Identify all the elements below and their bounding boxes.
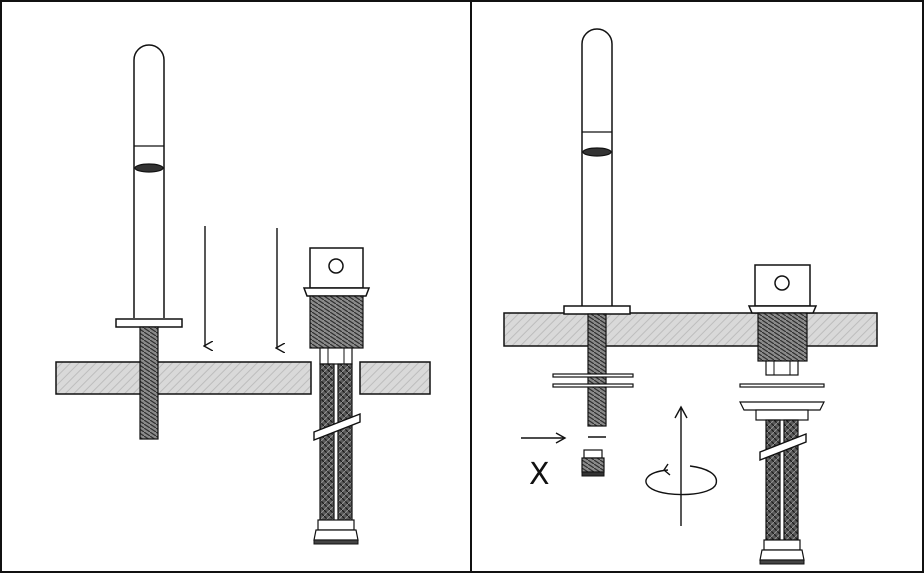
supply-hose	[765, 419, 781, 541]
washer	[552, 383, 634, 388]
washer	[739, 401, 825, 411]
valve-flange	[747, 305, 818, 314]
supply-hose	[319, 363, 335, 531]
spout	[552, 28, 634, 477]
panel-after-installation: X	[503, 28, 878, 565]
counter-top	[503, 312, 878, 347]
panel-before-installation	[55, 44, 431, 545]
nut	[581, 449, 605, 477]
control-valve	[302, 247, 371, 545]
valve-threaded-body	[309, 295, 364, 349]
washer	[739, 383, 825, 388]
supply-hose	[337, 363, 353, 531]
mounting-nut	[755, 409, 809, 421]
spout-base-plate	[115, 318, 183, 328]
spout-threaded-stem	[587, 313, 607, 427]
counter-top	[55, 361, 431, 395]
valve-threaded-body	[757, 312, 808, 362]
spout-base-plate	[563, 305, 631, 315]
valve-flange	[302, 287, 371, 297]
spout-threaded-stem	[139, 326, 159, 440]
right-arrow-icon	[521, 432, 567, 444]
rotate-tighten-icon	[645, 405, 718, 526]
control-valve	[739, 264, 825, 565]
washer	[552, 373, 634, 378]
x-label: X	[529, 457, 550, 492]
spout	[115, 44, 183, 440]
